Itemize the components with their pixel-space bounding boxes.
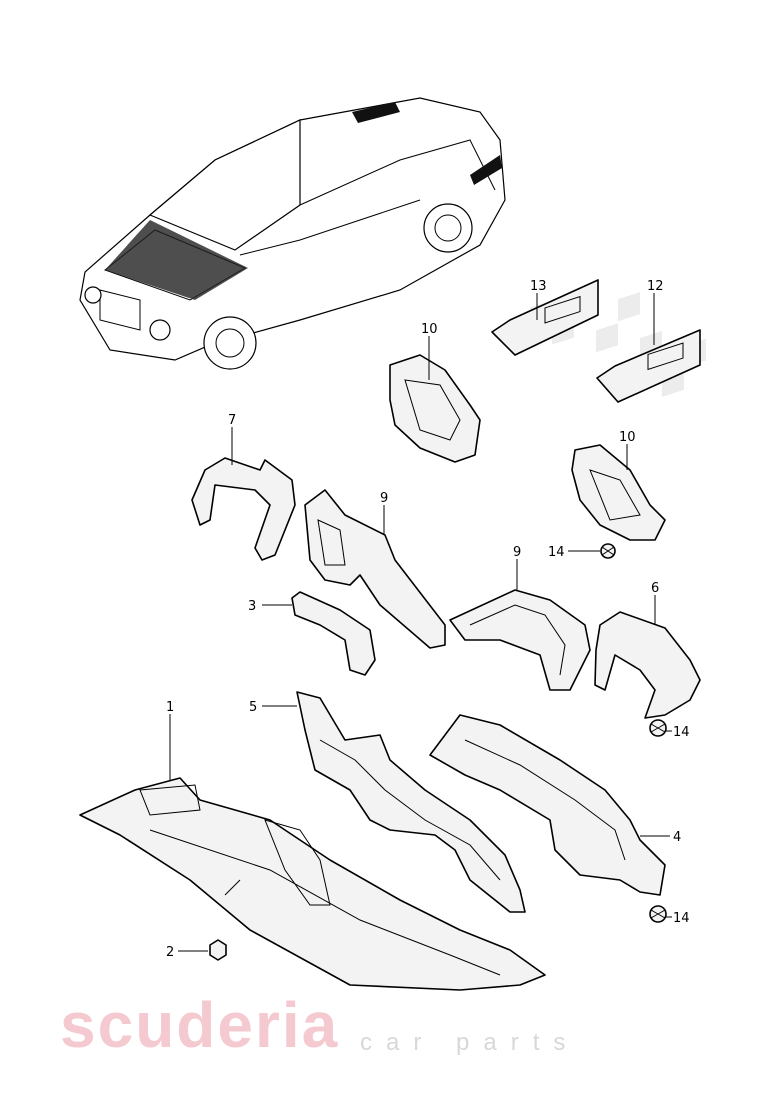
- callout-3: 3: [248, 599, 256, 614]
- callout-1: 1: [166, 700, 174, 715]
- callout-10: 10: [619, 430, 636, 445]
- part-10-right: [571, 444, 666, 541]
- callout-5: 5: [249, 700, 257, 715]
- callout-14: 14: [673, 911, 690, 926]
- part-6: [594, 611, 701, 719]
- callout-12: 12: [647, 279, 664, 294]
- part-14-clip-b: [649, 719, 667, 737]
- part-7: [191, 457, 296, 561]
- part-2-nut: [209, 939, 227, 961]
- leader-lines: [169, 293, 672, 952]
- callout-labels: 13 12 10 10 7 9 9 14 3 6 5 14 1 4 14 2: [166, 279, 690, 960]
- callout-10: 10: [421, 322, 438, 337]
- part-14-clip-a: [600, 543, 616, 559]
- part-14-clip-c: [649, 905, 667, 923]
- callout-6: 6: [651, 581, 659, 596]
- part-9-right: [449, 589, 591, 691]
- callout-14: 14: [548, 545, 565, 560]
- part-1-underbody-panel: [79, 777, 546, 991]
- callout-7: 7: [228, 413, 236, 428]
- part-5: [296, 691, 526, 913]
- part-3: [291, 591, 376, 676]
- callout-2: 2: [166, 945, 174, 960]
- part-12: [596, 329, 701, 403]
- callout-9: 9: [380, 491, 388, 506]
- part-4: [429, 714, 666, 896]
- callout-13: 13: [530, 279, 547, 294]
- part-10-left: [389, 354, 481, 463]
- callout-9: 9: [513, 545, 521, 560]
- part-13: [491, 279, 599, 356]
- callout-4: 4: [673, 830, 681, 845]
- car-overview-illustration: [79, 97, 506, 370]
- callout-14: 14: [673, 725, 690, 740]
